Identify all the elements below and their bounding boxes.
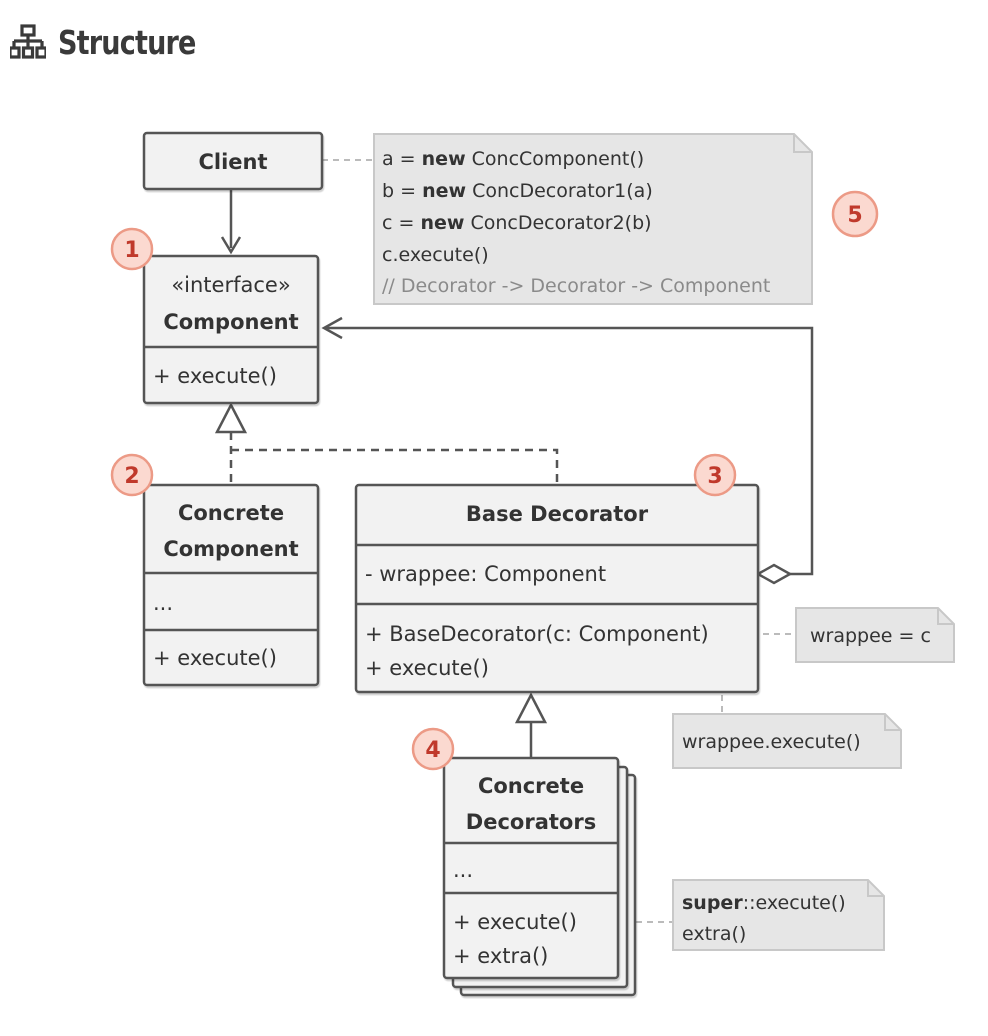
component-interface-box: «interface» Component + execute(): [142, 254, 320, 405]
concrete-component-name-line2: Component: [163, 537, 298, 561]
svg-text:2: 2: [124, 464, 139, 489]
base-decorator-box: Base Decorator - wrappee: Component + Ba…: [354, 483, 760, 694]
aggregation-diamond: [755, 563, 793, 585]
badge-5: 5: [831, 190, 879, 238]
svg-text:5: 5: [847, 203, 862, 228]
execute-note-text: wrappee.execute(): [682, 731, 861, 753]
component-stereotype: «interface»: [171, 273, 290, 297]
concrete-decorators-box: Concrete Decorators ... + execute() + ex…: [442, 756, 637, 997]
client-code-note: a = new ConcComponent() b = new ConcDeco…: [373, 133, 813, 305]
concrete-decorators-field: ...: [453, 858, 473, 882]
svg-text:4: 4: [425, 738, 440, 763]
svg-text:1: 1: [124, 238, 139, 263]
concrete-decorators-method-execute: + execute(): [453, 910, 577, 934]
client-note-line-4: c.execute(): [382, 244, 489, 266]
client-note-line-1: a = new ConcComponent(): [382, 148, 644, 170]
concrete-decorators-method-extra: + extra(): [453, 944, 548, 968]
page-title: Structure: [58, 22, 196, 62]
client-note-line-3: c = new ConcDecorator2(b): [382, 212, 652, 234]
base-decorator-method-execute: + execute(): [365, 656, 489, 680]
client-note-line-2: b = new ConcDecorator1(a): [382, 180, 653, 202]
base-decorator-field: - wrappee: Component: [365, 562, 606, 586]
inheritance-triangle: [514, 692, 548, 724]
page-title-bar: Structure: [10, 14, 226, 70]
component-name: Component: [163, 310, 298, 334]
component-method: + execute(): [153, 364, 277, 388]
concrete-component-method: + execute(): [153, 646, 277, 670]
base-decorator-method-constructor: + BaseDecorator(c: Component): [365, 622, 709, 646]
realization-triangle: [214, 402, 248, 434]
client-label: Client: [198, 150, 267, 174]
badge-4: 4: [411, 727, 455, 771]
wrappee-aggregation-line: [324, 326, 814, 576]
badge-3: 3: [693, 453, 737, 497]
sitemap-icon: [10, 24, 46, 59]
concrete-component-field: ...: [153, 591, 173, 615]
badge-2: 2: [110, 453, 154, 497]
concrete-decorators-name-line2: Decorators: [466, 810, 596, 834]
execute-note: wrappee.execute(): [672, 713, 902, 769]
client-note-comment: // Decorator -> Decorator -> Component: [382, 275, 770, 297]
badge-1: 1: [110, 227, 154, 271]
concrete-component-name-line1: Concrete: [178, 501, 284, 525]
extra-note-line-1: super::execute(): [682, 892, 846, 914]
extra-note: super::execute() extra(): [672, 879, 885, 951]
extra-note-line-2: extra(): [682, 923, 746, 945]
client-arrow-head: [220, 236, 242, 255]
constructor-note: wrappee = c: [795, 607, 955, 663]
svg-text:3: 3: [707, 464, 722, 489]
concrete-component-box: Concrete Component ... + execute(): [142, 483, 320, 687]
constructor-note-text: wrappee = c: [810, 625, 931, 647]
concrete-decorators-name-line1: Concrete: [478, 774, 584, 798]
base-decorator-name: Base Decorator: [466, 502, 649, 526]
aggregation-arrow-head: [321, 316, 343, 340]
base-decorator-realization-line: [231, 448, 559, 487]
client-box: Client: [142, 131, 324, 191]
